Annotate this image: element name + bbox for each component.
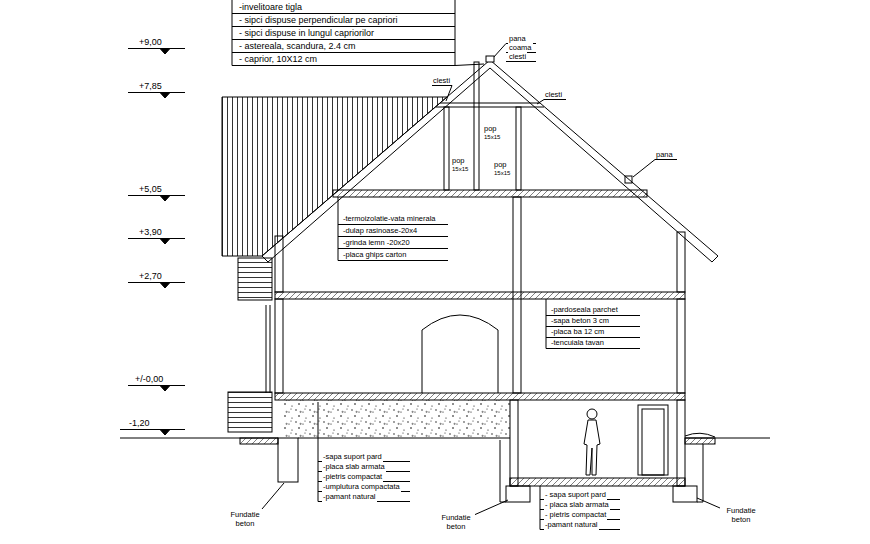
ground-layer: -umplutura compactata: [322, 482, 401, 492]
level-mark: +5,05: [138, 183, 163, 195]
foundation-label: Fundatie beton: [722, 506, 760, 524]
member-label: pana: [655, 150, 674, 159]
basement-layer: - sapa suport pard: [544, 490, 607, 500]
ceiling-layer: -dulap rasinoase-20x4: [342, 226, 418, 236]
basement-layer: - pietris compactat: [544, 510, 607, 520]
floor-layer: -pardoseala parchet: [550, 305, 619, 315]
member-label: pana: [508, 34, 527, 43]
floor-layer: -sapa beton 3 cm: [550, 316, 610, 326]
member-label: clesti: [544, 90, 563, 99]
basement-layer: -pamant natural: [544, 520, 599, 530]
ground-layer: -sapa suport pard: [322, 452, 383, 462]
ground-layer: -placa slab armata: [322, 462, 386, 472]
foundation-label: Fundatie beton: [226, 510, 264, 528]
floor-layer: -tencuiala tavan: [550, 338, 605, 348]
roof-layer: -invelitoare tigla: [238, 2, 303, 13]
ground-layer: -pamant natural: [322, 492, 377, 502]
member-size: 15x15: [451, 165, 469, 173]
roof-layer: - caprior, 10X12 cm: [238, 54, 318, 65]
ceiling-layer: -placa ghips carton: [342, 250, 407, 260]
member-label: pop: [483, 124, 498, 133]
level-mark: +/-0,00: [134, 373, 164, 385]
member-label: pop: [493, 160, 508, 169]
floor-layer: -placa ba 12 cm: [550, 327, 605, 337]
level-mark: -1,20: [128, 417, 151, 429]
foundation-label: Fundatie beton: [437, 513, 475, 531]
roof-layer: - astereala, scandura, 2.4 cm: [238, 41, 357, 52]
level-mark: +7,85: [138, 80, 163, 92]
member-label: clesti: [508, 52, 527, 61]
level-mark: +9,00: [138, 36, 163, 48]
ground-layer: -pietris compactat: [322, 472, 383, 482]
ceiling-layer: -grinda lemn -20x20: [342, 238, 411, 248]
member-label: coama: [508, 43, 533, 52]
roof-layer: - sipci dispuse in lungul capriorilor: [238, 28, 375, 39]
member-label: pop: [451, 156, 466, 165]
level-mark: +2,70: [138, 270, 163, 282]
basement-layer: - placa slab armata: [544, 500, 610, 510]
member-size: 15x15: [493, 169, 511, 177]
member-size: 15x15: [483, 133, 501, 141]
ceiling-layer: -termoizolatie-vata minerala: [342, 214, 437, 224]
roof-layer: - sipci dispuse perpendicular pe caprior…: [238, 15, 399, 26]
member-label: clesti: [432, 76, 451, 85]
level-mark: +3,90: [138, 226, 163, 238]
section-lines: [120, 0, 770, 530]
